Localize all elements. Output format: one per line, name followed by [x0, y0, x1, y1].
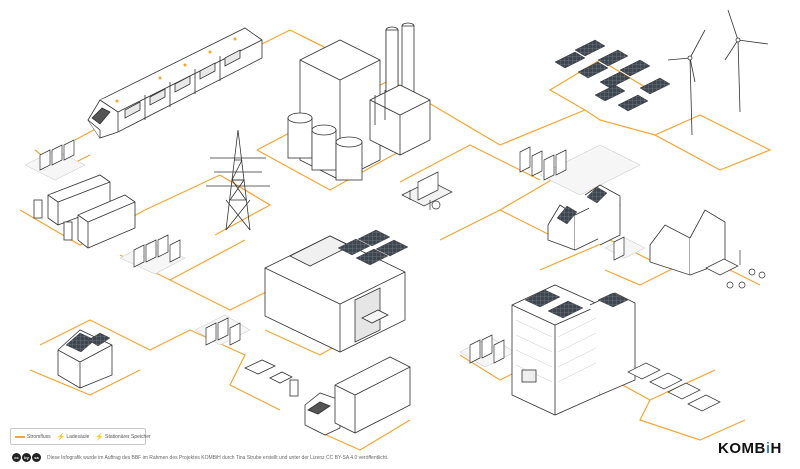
solar-field	[554, 39, 671, 112]
power-plant	[287, 22, 431, 181]
legend-label: Stationärer Speicher	[105, 433, 151, 440]
houses	[547, 184, 726, 276]
cc-icon: cc	[12, 453, 21, 462]
orange-bolt-icon: ⚡	[56, 433, 66, 441]
by-icon: by	[22, 453, 31, 462]
logo-part1: KOMB	[718, 440, 766, 457]
parked-ev-cars	[627, 362, 721, 412]
logo-part3: H	[770, 440, 782, 457]
credit-text: Diese Infografik wurde im Auftrag des BB…	[47, 454, 389, 461]
electric-truck	[244, 356, 411, 436]
legend-item-storage: ⚡ Stationärer Speicher	[95, 433, 150, 441]
blue-bolt-icon: ⚡	[95, 433, 105, 441]
office-building	[511, 284, 636, 416]
ev-charging-cars	[705, 250, 766, 289]
sa-icon: sa	[32, 453, 41, 462]
factory	[264, 229, 409, 353]
logo-part2: i	[765, 440, 771, 457]
storage-units	[39, 139, 625, 364]
operator-workstation	[401, 171, 453, 210]
house-with-solar	[57, 329, 113, 389]
legend-item-power-flow: Stromfluss	[15, 434, 51, 440]
legend-label: Ladesäule	[66, 433, 90, 440]
legend: Stromfluss ⚡ Ladesäule ⚡ Stationärer Spe…	[10, 428, 151, 445]
cc-license-badge: cc by sa	[12, 453, 41, 462]
footer: cc by sa Diese Infografik wurde im Auftr…	[12, 453, 388, 462]
wind-turbines	[667, 9, 769, 136]
train	[87, 27, 263, 139]
transmission-tower	[206, 129, 270, 231]
legend-label: Stromfluss	[27, 433, 51, 440]
electric-buses	[33, 174, 136, 249]
legend-item-charging: ⚡ Ladesäule	[57, 433, 90, 441]
kombih-logo: KOMBiH	[718, 440, 782, 457]
orange-line-icon	[15, 435, 25, 438]
